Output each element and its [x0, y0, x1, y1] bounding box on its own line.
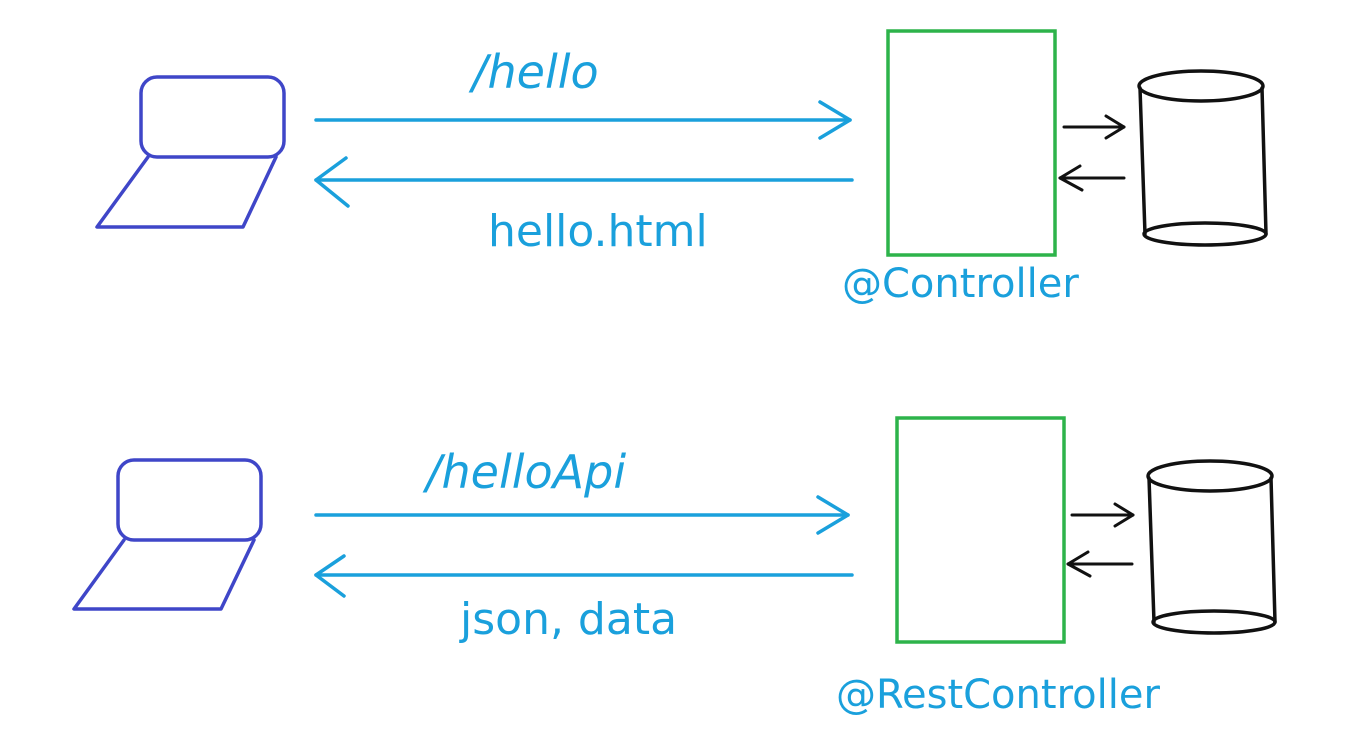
controller-annotation: @Controller	[842, 261, 1079, 307]
controller-box	[895, 416, 1066, 644]
db-query-arrow	[1062, 114, 1126, 140]
database-cylinder-icon	[1137, 69, 1268, 247]
response-label: hello.html	[488, 206, 708, 257]
laptop-keyboard	[95, 155, 278, 229]
db-result-arrow	[1066, 550, 1134, 578]
flow-controller: /hello hello.html @Controller	[95, 29, 1268, 307]
db-result-arrow	[1058, 164, 1126, 192]
controller-box	[886, 29, 1057, 257]
request-arrow	[314, 495, 850, 535]
request-label: /hello	[468, 45, 599, 99]
laptop-keyboard	[72, 538, 256, 611]
controller-annotation: @RestController	[836, 672, 1160, 718]
database-cylinder-icon	[1146, 459, 1277, 635]
request-arrow	[314, 100, 852, 140]
db-query-arrow	[1070, 502, 1135, 528]
laptop-icon	[95, 75, 286, 229]
laptop-icon	[72, 458, 263, 611]
request-label: /helloApi	[422, 445, 626, 499]
laptop-screen	[139, 75, 286, 159]
response-arrow	[314, 156, 854, 208]
laptop-screen	[116, 458, 263, 542]
response-arrow	[314, 554, 854, 598]
response-label: json, data	[459, 594, 677, 645]
flow-rest-controller: /helloApi json, data @RestController	[72, 416, 1277, 718]
